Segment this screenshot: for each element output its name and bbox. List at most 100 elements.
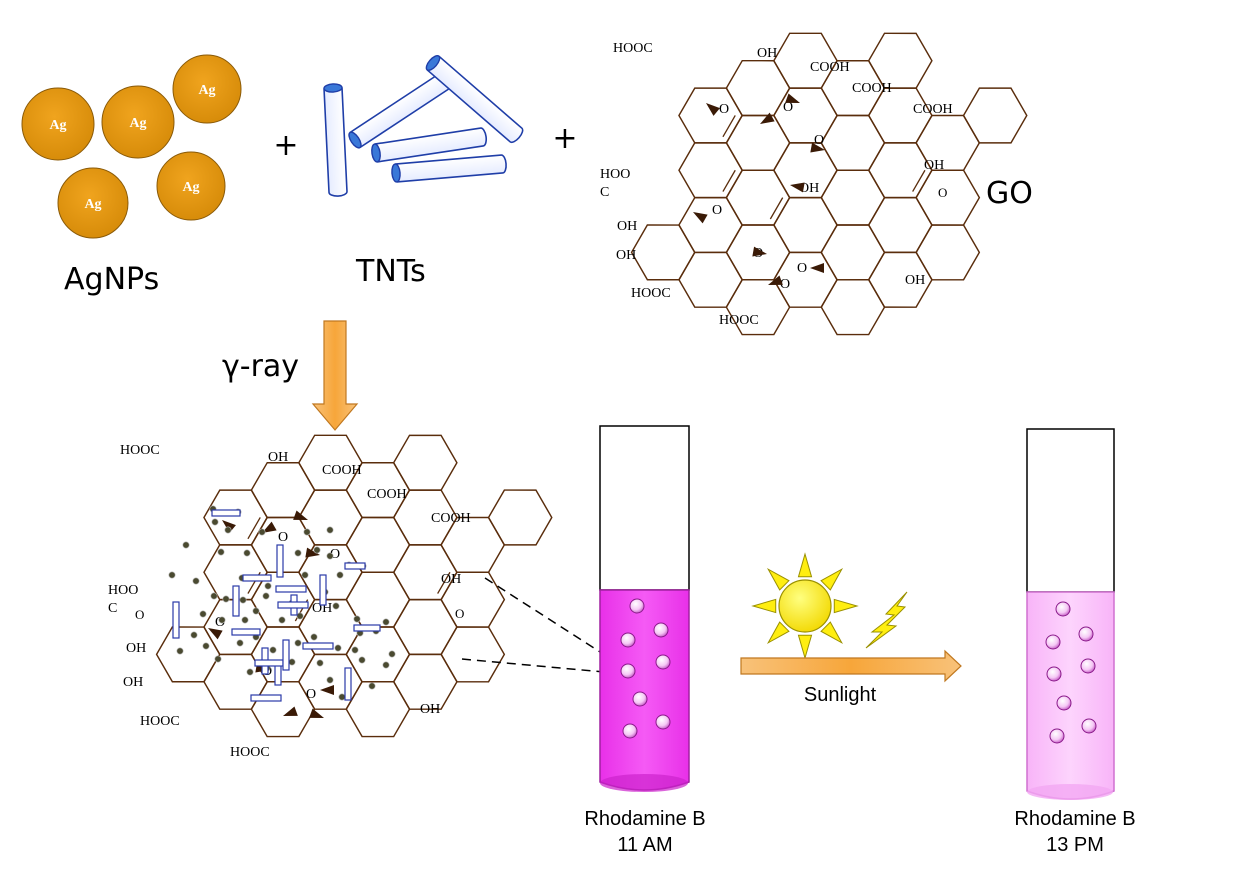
chem-label: OH [126, 641, 146, 656]
ag-label: Ag [49, 118, 66, 133]
titanate-nanotube [323, 83, 348, 197]
dye-molecule [620, 663, 636, 679]
dye-molecule [655, 714, 671, 730]
silver-nanoparticle [262, 592, 270, 600]
chem-label: OH [312, 601, 332, 616]
dye-molecule [1055, 601, 1071, 617]
titanate-nanotube [425, 55, 524, 144]
tube-after-time: 13 PM [1046, 834, 1104, 856]
chem-label: HOO [600, 167, 630, 182]
chem-label: OH [905, 273, 925, 288]
silver-nanoparticle [246, 668, 254, 676]
chem-label: O [455, 606, 464, 621]
hexagon-ring [962, 87, 1028, 144]
chem-label: O [712, 203, 722, 218]
chem-label: O [306, 687, 316, 702]
silver-nanoparticle [336, 571, 344, 579]
silver-nanoparticle [239, 596, 247, 604]
epoxy-wedge [309, 708, 324, 718]
chem-label: OH [616, 248, 636, 263]
plus-sign: + [552, 121, 577, 156]
silver-nanoparticle [301, 571, 309, 579]
epoxy-wedge [760, 112, 775, 124]
hexagon-ring [915, 224, 981, 281]
test-tube-after [1026, 428, 1115, 800]
silver-nanoparticle [176, 647, 184, 655]
chem-label: OH [123, 675, 143, 690]
chem-label: COOH [322, 463, 362, 478]
chem-label: HOOC [230, 745, 270, 760]
silver-nanoparticle [368, 682, 376, 690]
test-tube-before [599, 425, 690, 792]
chem-label: HOO [108, 583, 138, 598]
hexagon-ring [772, 142, 838, 199]
dye-molecule [1081, 718, 1097, 734]
chem-label: O [814, 133, 824, 148]
silver-nanoparticle [326, 676, 334, 684]
sun-icon [751, 552, 859, 660]
gamma-ray-label: γ-ray [222, 349, 300, 384]
epoxy-wedge [810, 263, 824, 273]
chem-label: OH [441, 572, 461, 587]
ag-nanoparticle: Ag [156, 151, 226, 221]
hexagon-ring [773, 87, 838, 144]
silver-nanoparticle [310, 633, 318, 641]
dye-molecule [1049, 728, 1065, 744]
silver-nanoparticle [182, 541, 190, 549]
gamma-ray-arrow [311, 320, 359, 431]
dye-molecules [620, 598, 671, 739]
hexagon-ring [867, 251, 933, 308]
silver-nanoparticle [214, 655, 222, 663]
epoxy-wedge [305, 547, 320, 558]
chem-label: OH [268, 450, 288, 465]
silver-nanoparticle [294, 549, 302, 557]
dye-molecules [1045, 601, 1097, 744]
titanate-nanotube-small [172, 601, 180, 639]
silver-nanoparticle [351, 646, 359, 654]
agnps-label: AgNPs [64, 262, 160, 297]
chem-label: O [278, 530, 288, 545]
chem-label: O [783, 100, 793, 115]
ag-nanoparticle: Ag [101, 85, 175, 159]
epoxy-wedge [790, 182, 805, 193]
titanate-nanotube-small [282, 639, 290, 671]
sun-ray [820, 621, 844, 645]
hexagon-ring [678, 142, 744, 199]
hexagon-ring [203, 489, 269, 546]
silver-nanoparticle [192, 577, 200, 585]
dye-molecule [1045, 634, 1061, 650]
dye-molecule [1056, 695, 1072, 711]
dye-molecule [1080, 658, 1096, 674]
silver-nanoparticle [382, 618, 390, 626]
sun-ray [833, 598, 859, 614]
hexagon-ring [820, 279, 886, 336]
silver-nanoparticle [278, 616, 286, 624]
hexagon-ring [392, 598, 458, 656]
titanate-nanotube-small [344, 562, 366, 570]
epoxy-wedge [262, 521, 277, 533]
dye-molecule [620, 632, 636, 648]
hexagon-ring [345, 516, 411, 573]
silver-nanoparticle [217, 548, 225, 556]
dye-molecule [655, 654, 671, 670]
dye-molecule [629, 598, 645, 614]
hexagon-ring [820, 114, 886, 171]
chem-label: HOOC [613, 41, 653, 56]
chem-label: HOOC [140, 714, 180, 729]
ag-nanoparticle: Ag [21, 87, 95, 161]
sun-ray [797, 552, 813, 578]
silver-nanoparticle [326, 552, 334, 560]
titanate-nanotube-small [302, 642, 334, 650]
go-label: GO [986, 176, 1033, 211]
silver-nanoparticle [358, 656, 366, 664]
silver-nanoparticle [236, 639, 244, 647]
hexagon-ring [678, 196, 744, 254]
silver-nanoparticle [224, 526, 232, 534]
chem-label: HOOC [120, 443, 160, 458]
hexagon-ring [440, 626, 506, 683]
silver-nanoparticle [264, 582, 272, 590]
sun-ray [820, 567, 844, 591]
hexagon-ring [915, 169, 981, 226]
tube-after-name: Rhodamine B [1014, 808, 1136, 830]
